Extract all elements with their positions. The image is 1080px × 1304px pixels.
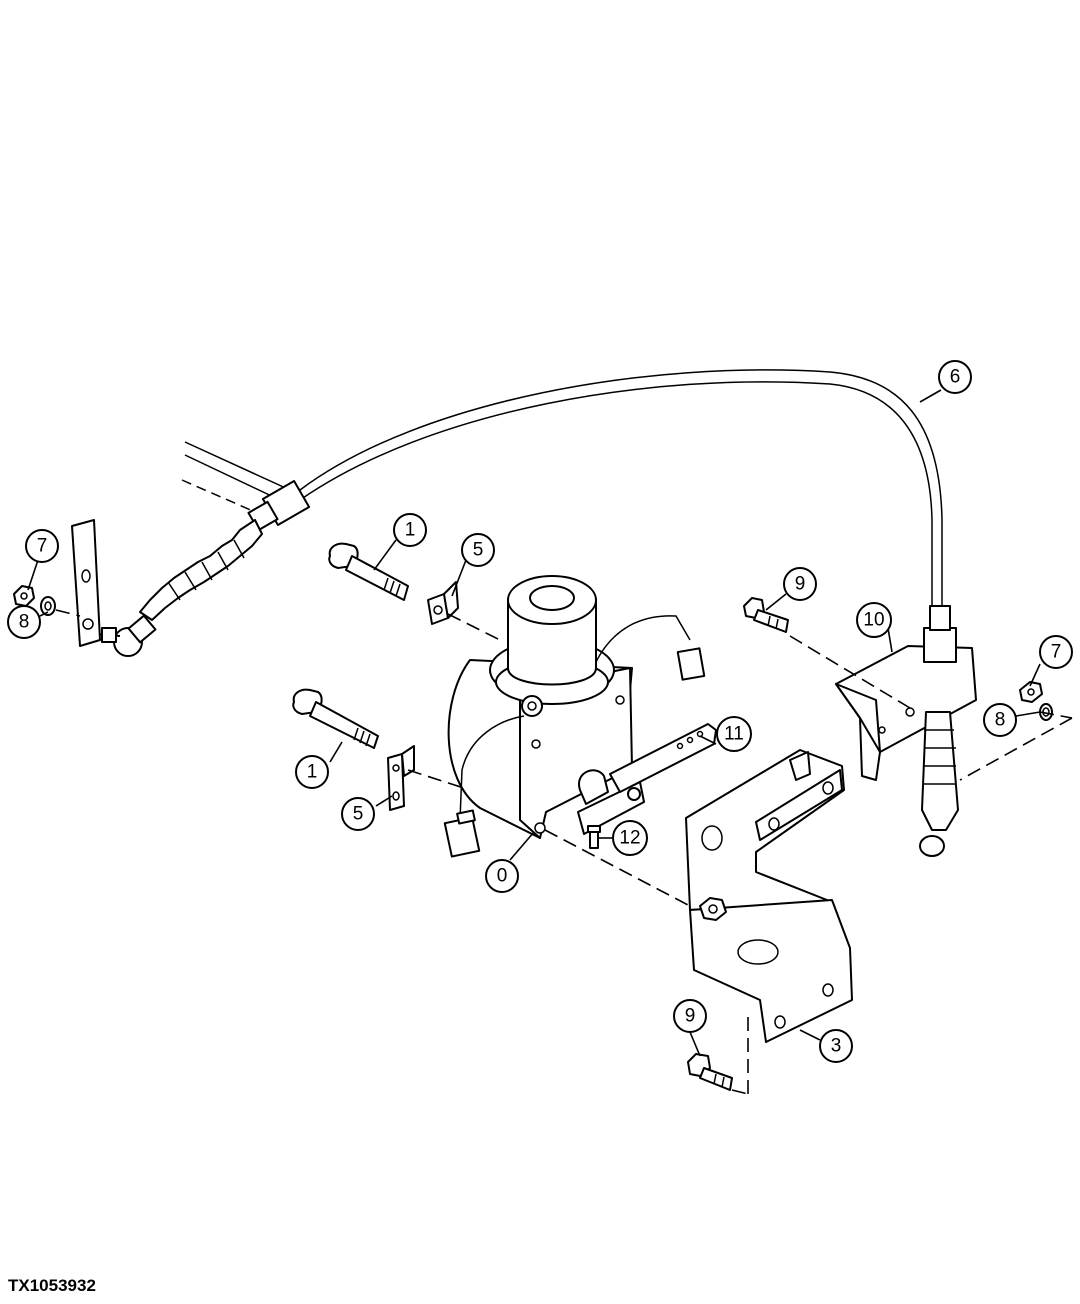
throttle-cable: [95, 369, 943, 657]
svg-text:5: 5: [353, 804, 364, 825]
bolt-lower: [292, 688, 379, 749]
callout-7-left: 7: [25, 529, 59, 563]
svg-text:5: 5: [473, 540, 484, 561]
clip-lower: [387, 745, 415, 811]
callout-1-upper: 1: [393, 513, 427, 547]
mounting-bracket: [685, 749, 853, 1043]
screw-small: [587, 825, 601, 849]
cap-screw-upper: [743, 597, 789, 633]
callout-5-upper: 5: [461, 533, 495, 567]
callout-3: 3: [819, 1029, 853, 1063]
svg-text:0: 0: [497, 866, 508, 887]
callout-7-right: 7: [1039, 635, 1073, 669]
callout-5-lower: 5: [341, 797, 375, 831]
svg-text:12: 12: [619, 828, 640, 849]
figure-id: TX1053932: [8, 1276, 96, 1295]
actuator-assembly: [443, 575, 717, 858]
nut-right: [1019, 681, 1043, 703]
svg-text:11: 11: [724, 724, 744, 745]
svg-text:1: 1: [405, 520, 416, 541]
callout-1-lower: 1: [295, 755, 329, 789]
callout-8-right: 8: [983, 703, 1017, 737]
svg-text:10: 10: [863, 610, 884, 631]
callout-leaders: [27, 389, 1041, 1057]
callout-6: 6: [938, 360, 972, 394]
frame-rail: [181, 441, 291, 516]
svg-text:7: 7: [1051, 642, 1062, 663]
clip-upper: [427, 581, 459, 625]
callout-9-upper: 9: [783, 567, 817, 601]
nut-left: [13, 585, 35, 607]
svg-text:7: 7: [37, 536, 48, 557]
callout-11: 11: [716, 716, 752, 752]
washer-left: [40, 596, 56, 616]
svg-text:3: 3: [831, 1036, 842, 1057]
svg-text:6: 6: [950, 367, 961, 388]
callout-12: 12: [612, 820, 648, 856]
cable-bracket: [835, 605, 977, 857]
callout-10: 10: [856, 602, 892, 638]
svg-text:8: 8: [19, 612, 30, 633]
svg-text:9: 9: [795, 574, 806, 595]
bolt-upper: [328, 542, 409, 601]
svg-text:9: 9: [685, 1006, 696, 1027]
callout-9-lower: 9: [673, 999, 707, 1033]
callout-0: 0: [485, 859, 519, 893]
svg-text:1: 1: [307, 762, 318, 783]
svg-text:8: 8: [995, 710, 1006, 731]
cap-screw-lower: [687, 1053, 733, 1091]
throttle-lever: [71, 519, 101, 647]
callout-8-left: 8: [7, 605, 41, 639]
